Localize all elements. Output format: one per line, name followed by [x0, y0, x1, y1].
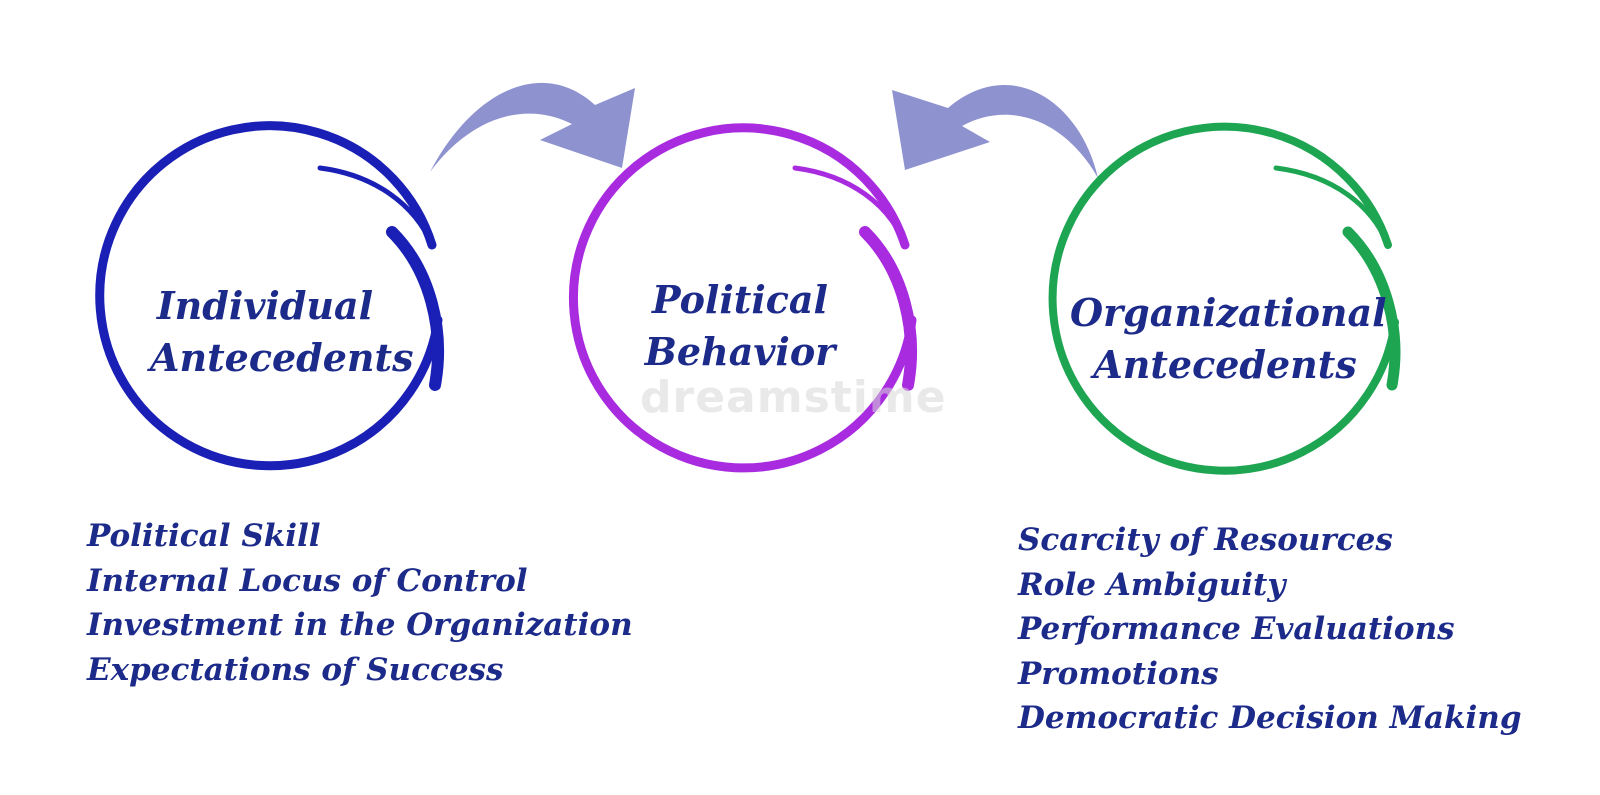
- node-organizational-label: Organizational Antecedents: [1070, 287, 1387, 391]
- arrow-individual-to-political: [430, 82, 635, 172]
- arrow-organizational-to-political: [892, 85, 1098, 178]
- list-item: Internal Locus of Control: [87, 562, 528, 599]
- list-item: Performance Evaluations: [1018, 611, 1455, 647]
- organizational-antecedents-list: Scarcity of Resources Role Ambiguity Per…: [1018, 518, 1522, 741]
- list-item: Investment in the Organization: [87, 607, 633, 643]
- node-individual-line1: Individual: [156, 283, 374, 328]
- list-item: Political Skill: [87, 518, 321, 554]
- circle-organizational: [1048, 122, 1401, 475]
- watermark: dreamstime: [640, 372, 947, 423]
- node-organizational-line2: Antecedents: [1093, 342, 1357, 387]
- node-political-line2: Behavior: [644, 329, 836, 374]
- list-item: Promotions: [1018, 655, 1219, 692]
- circle-individual: [95, 121, 445, 471]
- node-political-label: Political Behavior: [625, 274, 855, 378]
- node-political-line1: Political: [652, 277, 828, 322]
- list-item: Role Ambiguity: [1018, 566, 1286, 603]
- list-item: Scarcity of Resources: [1018, 522, 1393, 558]
- list-item: Expectations of Success: [87, 651, 504, 688]
- individual-antecedents-list: Political Skill Internal Locus of Contro…: [87, 514, 633, 692]
- node-individual-line2: Antecedents: [150, 335, 414, 380]
- node-organizational-line1: Organizational: [1070, 290, 1387, 335]
- list-item: Democratic Decision Making: [1018, 700, 1522, 736]
- circle-political: [569, 123, 918, 473]
- node-individual-label: Individual Antecedents: [150, 280, 414, 384]
